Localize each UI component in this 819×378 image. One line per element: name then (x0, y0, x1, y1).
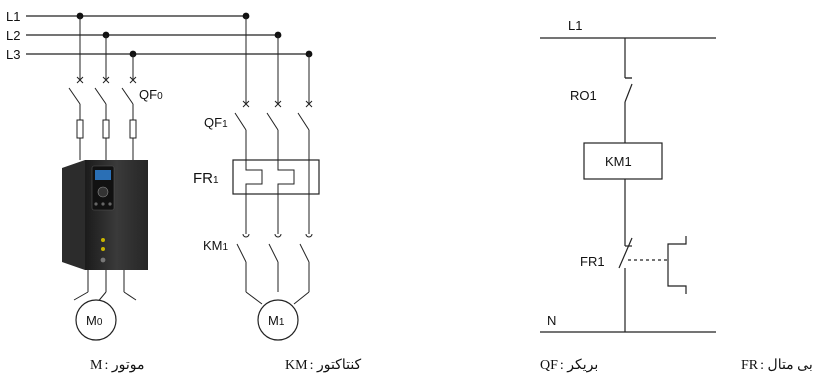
overload-fr1-label: FR1 (193, 170, 219, 187)
motor-m0-label: M0 (86, 313, 103, 328)
control-neutral-label: N (547, 313, 556, 328)
drive-circuit: QF0 (62, 16, 163, 341)
breaker-qf0-contacts (68, 87, 134, 120)
legend: FR: بی متال QF: بریکر KM: کنتاکتور M: مو… (90, 358, 813, 373)
bus-label-l2: L2 (6, 28, 20, 43)
legend-item-qf: QF: بریکر (540, 358, 598, 373)
contactor-km1-label: KM1 (203, 238, 229, 253)
legend-item-km: KM: کنتاکتور (285, 358, 362, 373)
legend-item-fr: FR: بی متال (741, 358, 813, 373)
breaker-qf0-label: QF0 (139, 87, 163, 102)
legend-item-m: M: موتور (90, 358, 144, 373)
dol-circuit: QF1 FR1 KM1 M1 (193, 16, 320, 341)
overload-contact-fr1 (618, 230, 687, 332)
breaker-trip-marks (242, 100, 313, 108)
fuse-set (76, 119, 137, 160)
display-screen (95, 170, 111, 180)
coil-km1-label: KM1 (605, 154, 632, 169)
motor-m1-symbol (257, 299, 299, 341)
vfd-drive-unit (62, 160, 148, 270)
relay-contact-ro1 (624, 77, 633, 143)
bus-label-l1: L1 (6, 9, 20, 24)
contactor-km1-contacts (236, 194, 313, 305)
drive-output-wires (73, 270, 137, 305)
coil-km1 (583, 142, 663, 180)
power-bus: L1 L2 L3 (6, 9, 313, 62)
control-circuit: L1 RO1 KM1 FR1 N (540, 18, 716, 333)
motor-m0-symbol (75, 299, 117, 341)
breaker-trip-marks (76, 76, 137, 84)
breaker-qf1-label: QF1 (204, 115, 228, 130)
motor-m1-label: M1 (268, 313, 285, 328)
relay-ro1-label: RO1 (570, 88, 597, 103)
overload-relay-fr1 (232, 159, 320, 195)
breaker-qf1-contacts (234, 112, 310, 160)
overload-fr1-contact-label: FR1 (580, 254, 605, 269)
control-supply-label: L1 (568, 18, 582, 33)
bus-label-l3: L3 (6, 47, 20, 62)
